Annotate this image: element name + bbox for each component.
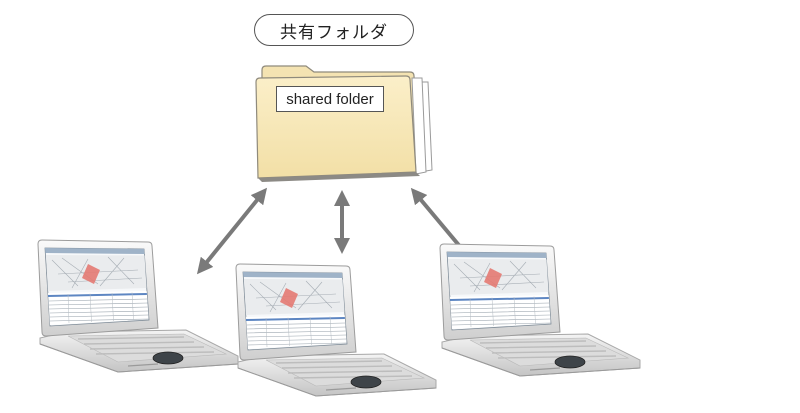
left-bidirectional-arrow: [196, 187, 268, 275]
diagram-title: 共有フォルダ: [254, 14, 414, 46]
laptop-center-icon: [235, 263, 437, 397]
folder-label: shared folder: [276, 86, 384, 112]
shared-folder-icon: [255, 65, 433, 182]
laptop-right-icon: [439, 243, 641, 377]
